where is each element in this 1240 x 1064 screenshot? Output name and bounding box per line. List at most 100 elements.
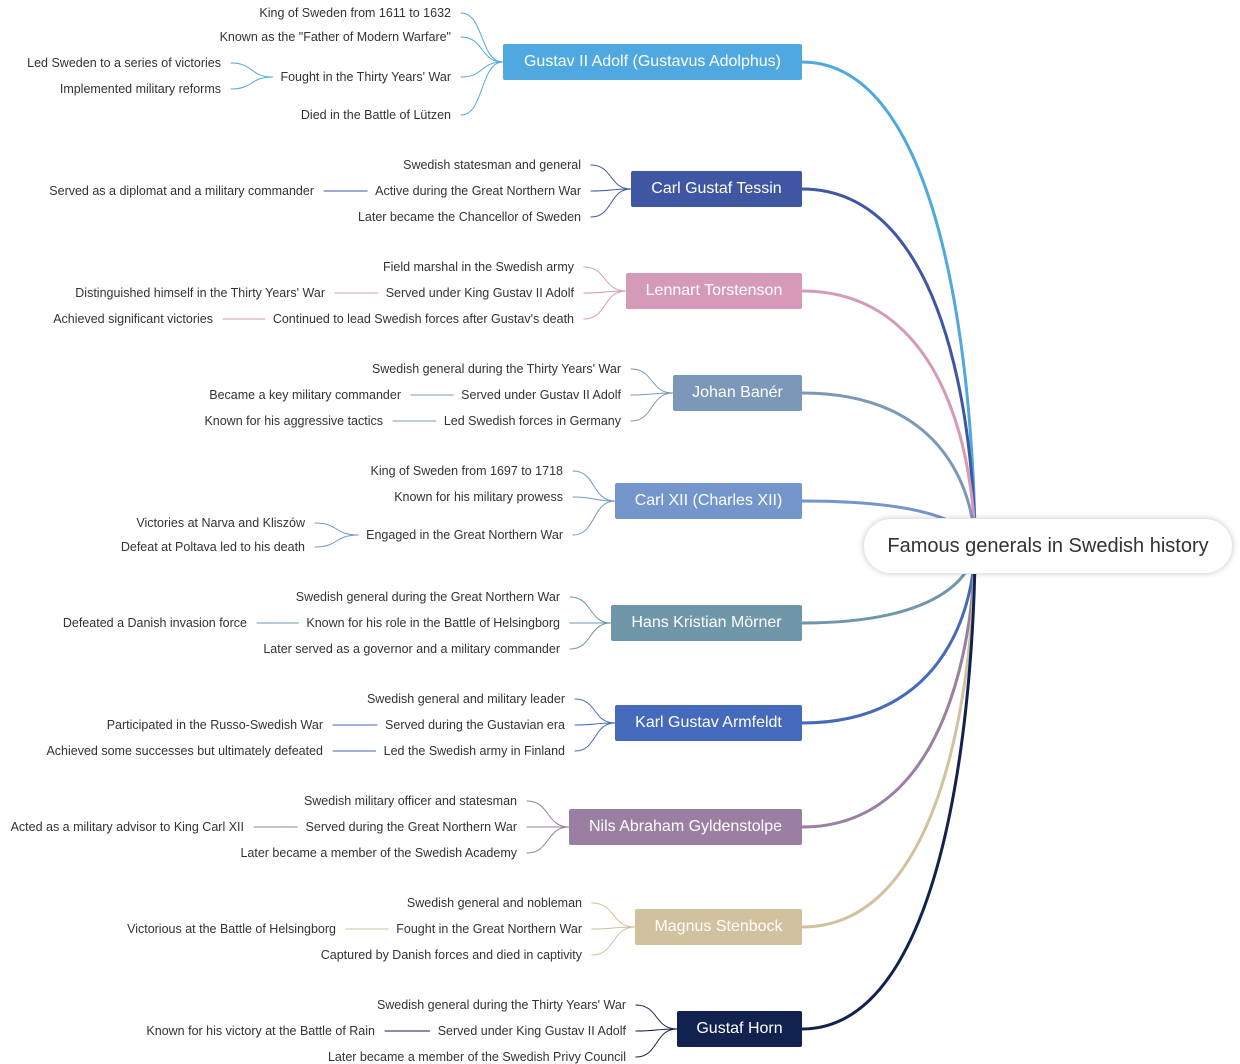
fact-label[interactable]: King of Sweden from 1697 to 1718 [370,464,564,478]
detail-connector [230,76,273,90]
fact-label[interactable]: Known as the "Father of Modern Warfare" [219,30,451,44]
general-node-label: Magnus Stenbock [654,918,783,935]
fact-label[interactable]: Known for his military prowess [394,490,563,504]
fact-connector [526,826,570,854]
fact-connector [460,36,504,63]
fact-connector [569,596,612,624]
fact-connector [583,266,627,292]
general-node[interactable]: Lennart Torstenson [626,273,802,309]
general-node[interactable]: Karl Gustav Armfeldt [615,705,802,741]
general-node-label: Carl XII (Charles XII) [634,492,783,509]
detail-label[interactable]: Known for his aggressive tactics [204,414,383,428]
fact-label[interactable]: Died in the Battle of Lützen [300,108,451,122]
general-node-label: Hans Kristian Mörner [631,614,782,631]
fact-connector [574,722,616,752]
detail-connector [314,534,359,548]
fact-label[interactable]: Served under Gustav II Adolf [461,388,621,402]
general-node-label: Lennart Torstenson [645,282,783,299]
root-topic-label: Famous generals in Swedish history [887,534,1209,557]
general-node[interactable]: Carl XII (Charles XII) [615,483,802,519]
trunk-connector [800,60,977,548]
root-topic[interactable]: Famous generals in Swedish history [863,518,1233,574]
fact-connector [572,496,616,502]
fact-label[interactable]: Engaged in the Great Northern War [366,528,563,542]
general-node[interactable]: Gustav II Adolf (Gustavus Adolphus) [503,44,802,80]
fact-label[interactable]: Served during the Gustavian era [385,718,565,732]
fact-label[interactable]: King of Sweden from 1611 to 1632 [259,6,451,20]
fact-label[interactable]: Served under King Gustav II Adolf [437,1024,626,1038]
fact-connector [572,470,616,502]
fact-label[interactable]: Swedish general during the Thirty Years'… [376,998,626,1012]
fact-connector [569,622,612,650]
general-node[interactable]: Gustaf Horn [677,1011,802,1047]
detail-label[interactable]: Achieved significant victories [53,312,213,326]
fact-connector [630,392,674,422]
fact-label[interactable]: Served during the Great Northern War [305,820,517,834]
trunk-connector [800,187,977,548]
detail-connector [230,62,273,78]
fact-label[interactable]: Served under King Gustav II Adolf [385,286,574,300]
fact-connector [526,800,570,828]
detail-label[interactable]: Became a key military commander [209,388,401,402]
detail-label[interactable]: Victories at Narva and Kliszów [136,516,305,530]
fact-label[interactable]: Field marshal in the Swedish army [382,260,574,274]
fact-connector [591,902,636,928]
fact-label[interactable]: Active during the Great Northern War [375,184,581,198]
detail-label[interactable]: Implemented military reforms [59,82,221,96]
fact-connector [460,12,504,63]
general-node-label: Gustav II Adolf (Gustavus Adolphus) [523,53,782,70]
fact-label[interactable]: Later became the Chancellor of Sweden [357,210,581,224]
fact-label[interactable]: Swedish military officer and statesman [303,794,517,808]
trunk-connector [800,544,977,929]
detail-label[interactable]: Participated in the Russo-Swedish War [106,718,323,732]
fact-connector [635,1004,678,1030]
fact-label[interactable]: Swedish statesman and general [403,158,581,172]
trunk-connector [800,289,977,548]
general-node[interactable]: Hans Kristian Mörner [611,605,802,641]
fact-label[interactable]: Fought in the Thirty Years' War [280,70,451,84]
general-node-label: Nils Abraham Gyldenstolpe [589,818,782,835]
fact-label[interactable]: Continued to lead Swedish forces after G… [272,312,574,326]
detail-label[interactable]: Victorious at the Battle of Helsingborg [127,922,336,936]
fact-label[interactable]: Led Swedish forces in Germany [443,414,621,428]
general-node[interactable]: Carl Gustaf Tessin [631,171,802,207]
general-node-label: Karl Gustav Armfeldt [635,714,782,731]
fact-connector [460,61,504,78]
general-node[interactable]: Nils Abraham Gyldenstolpe [569,809,802,845]
fact-label[interactable]: Swedish general and nobleman [406,896,582,910]
general-node[interactable]: Johan Banér [673,375,802,411]
fact-connector [590,164,632,190]
detail-label[interactable]: Known for his victory at the Battle of R… [146,1024,375,1038]
general-node[interactable]: Magnus Stenbock [635,909,802,945]
fact-label[interactable]: Swedish general during the Thirty Years'… [371,362,621,376]
fact-label[interactable]: Fought in the Great Northern War [396,922,582,936]
fact-label[interactable]: Later became a member of the Swedish Aca… [240,846,517,860]
fact-connector [591,926,636,956]
detail-label[interactable]: Defeat at Poltava led to his death [120,540,305,554]
fact-label[interactable]: Later became a member of the Swedish Pri… [327,1050,626,1064]
general-node-label: Carl Gustaf Tessin [651,180,782,197]
detail-label[interactable]: Distinguished himself in the Thirty Year… [75,286,325,300]
fact-label[interactable]: Swedish general and military leader [366,692,565,706]
fact-connector [574,698,616,724]
detail-label[interactable]: Defeated a Danish invasion force [62,616,247,630]
fact-label[interactable]: Swedish general during the Great Norther… [295,590,560,604]
fact-connector [590,188,632,218]
detail-label[interactable]: Achieved some successes but ultimately d… [46,744,323,758]
detail-label[interactable]: Led Sweden to a series of victories [27,56,221,70]
general-node-label: Johan Banér [692,384,783,401]
detail-label[interactable]: Served as a diplomat and a military comm… [49,184,314,198]
fact-label[interactable]: Led the Swedish army in Finland [383,744,565,758]
fact-connector [572,500,616,536]
detail-label[interactable]: Acted as a military advisor to King Carl… [10,820,244,834]
detail-connector [314,522,359,536]
fact-label[interactable]: Later served as a governor and a militar… [263,642,560,656]
fact-label[interactable]: Known for his role in the Battle of Hels… [306,616,560,630]
fact-connector [630,368,674,394]
general-node-label: Gustaf Horn [696,1020,783,1037]
fact-connector [635,1028,678,1058]
fact-connector [460,61,504,116]
trunk-connector [800,544,977,1031]
fact-connector [583,290,627,320]
fact-label[interactable]: Captured by Danish forces and died in ca… [320,948,582,962]
